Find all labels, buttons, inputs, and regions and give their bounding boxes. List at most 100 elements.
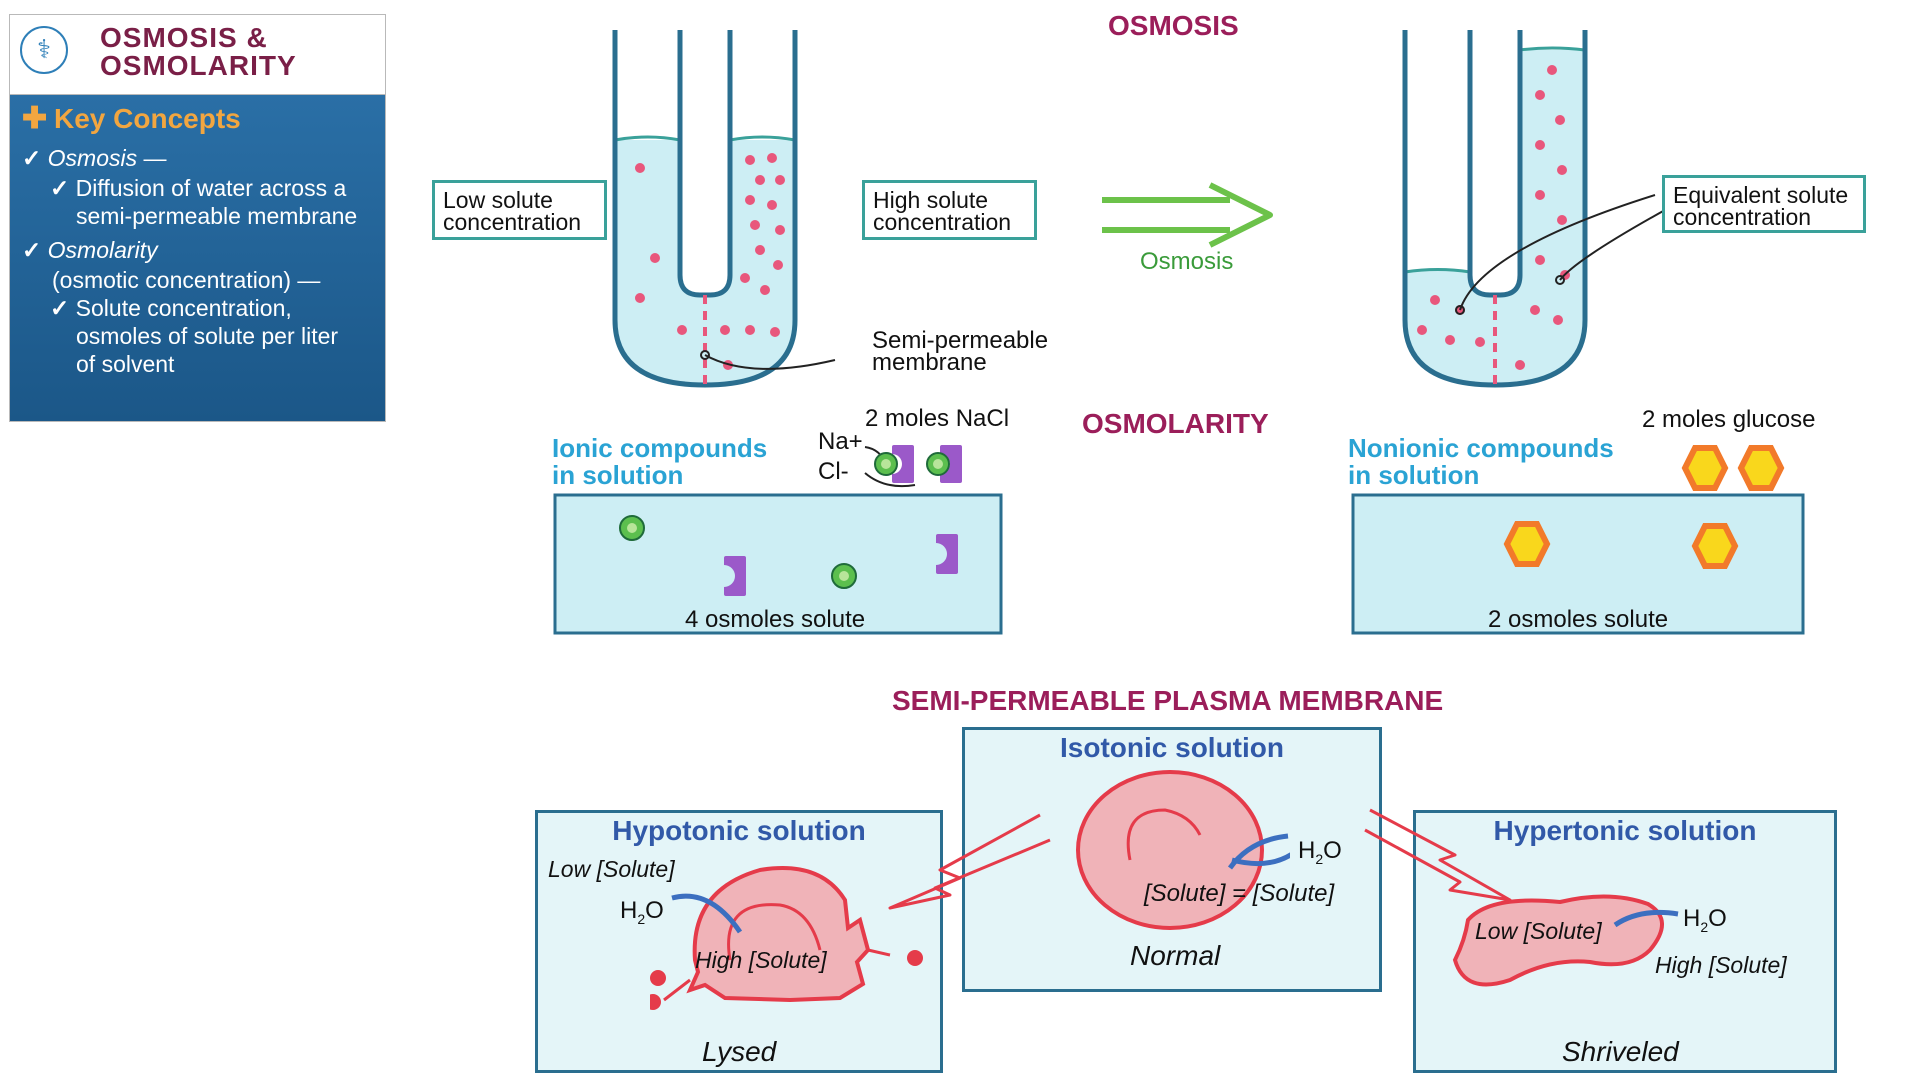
- u-tube-after: [1402, 30, 1666, 388]
- label-line: concentration: [443, 209, 582, 235]
- heading-line: in solution: [1348, 460, 1480, 490]
- concept-term: Osmolarity: [47, 237, 158, 263]
- label-line: High solute: [873, 187, 989, 213]
- plus-icon: ✚: [22, 102, 48, 135]
- tube-outer: [612, 30, 798, 388]
- pointer-dot: [700, 350, 710, 360]
- membrane-title: SEMI-PERMEABLE PLASMA MEMBRANE: [892, 685, 1444, 716]
- water-arrow-out: [1613, 909, 1679, 928]
- heading-line: in solution: [552, 460, 684, 490]
- h2o-h: H: [1298, 837, 1316, 864]
- def-line: Diffusion of water across a: [75, 175, 347, 201]
- hypotonic-title: Hypotonic solution: [612, 815, 866, 846]
- label-line: Low solute: [443, 187, 553, 213]
- h2o-sub: 2: [637, 910, 646, 927]
- concept-dash: —: [137, 145, 167, 171]
- label-line: concentration: [1673, 204, 1812, 230]
- check-icon: ✓: [22, 237, 42, 263]
- cl-label: Cl-: [818, 458, 849, 485]
- cell-body: [1452, 894, 1664, 987]
- page-title: OSMOSIS & OSMOLARITY: [100, 24, 297, 80]
- h2o-h: H: [1683, 905, 1701, 932]
- hyper-h2o: H2O: [1683, 905, 1727, 935]
- normal-state-label: Normal: [1130, 940, 1221, 971]
- ion-notch: [713, 565, 735, 587]
- caduceus-logo-icon: ⚕: [20, 26, 68, 74]
- heading-line: Nonionic compounds: [1348, 433, 1614, 463]
- pointer-dot: [1555, 275, 1565, 285]
- tube-inner: [677, 30, 733, 298]
- h2o-sub: 2: [1315, 850, 1324, 867]
- key-concepts-panel: ✚ Key Concepts ✓ Osmosis — ✓ Diffusion o…: [9, 94, 386, 422]
- isotonic-title: Isotonic solution: [1060, 732, 1284, 763]
- hypo-low-label: Low [Solute]: [548, 856, 675, 882]
- iso-h2o: H2O: [1298, 837, 1342, 867]
- chloride-ion: [940, 445, 962, 483]
- cell-fold: [727, 903, 822, 961]
- na-label: Na+: [818, 428, 863, 455]
- def-line: semi-permeable membrane: [76, 203, 358, 229]
- ionic-osmoles-label: 4 osmoles solute: [685, 606, 866, 633]
- cell-body: [686, 866, 871, 1003]
- ionic-solution-tank: [553, 493, 1003, 635]
- nonionic-moles-label: 2 moles glucose: [1642, 406, 1816, 433]
- burst-fragment: [907, 950, 923, 966]
- ion-notch: [925, 543, 947, 565]
- shriveled-cell: [1452, 894, 1679, 987]
- concept-osmolarity: ✓ Osmolarity: [22, 237, 158, 263]
- concept-osmosis-def: ✓ Diffusion of water across a: [50, 175, 346, 201]
- water-surface: [729, 135, 796, 142]
- burst-fragment: [650, 970, 666, 986]
- cell-body: [1076, 770, 1264, 930]
- lysed-state-label: Lysed: [702, 1036, 777, 1067]
- glucose-icon: [1691, 523, 1739, 569]
- title-line-2: OSMOLARITY: [100, 50, 297, 81]
- pointer-dot: [1455, 305, 1465, 315]
- chloride-ion: [892, 445, 914, 483]
- water-arrow-out: [1231, 852, 1290, 867]
- normal-cell: [1076, 770, 1290, 930]
- h2o-sub: 2: [1700, 918, 1709, 935]
- ionic-heading: Ionic compounds in solution: [552, 435, 767, 489]
- ion-highlight: [933, 459, 943, 469]
- title-line-1: OSMOSIS &: [100, 22, 268, 53]
- h2o-o: O: [1708, 905, 1727, 932]
- arrow-to-hypotonic-icon: [888, 813, 1051, 910]
- cell-fold: [1126, 808, 1202, 861]
- equivalent-solute-label: Equivalent solute concentration: [1662, 175, 1866, 233]
- hypo-h2o: H2O: [620, 897, 664, 927]
- concept-term: Osmosis: [47, 145, 138, 171]
- membrane-pointer: [704, 354, 836, 370]
- equiv-pointer: [1459, 194, 1656, 311]
- burst-fragment: [650, 994, 661, 1010]
- burst-arrows: [663, 948, 891, 1002]
- label-line: membrane: [872, 349, 987, 376]
- nonionic-osmoles-label: 2 osmoles solute: [1488, 606, 1669, 633]
- nacl-particles: [864, 445, 962, 488]
- concept-osmosis: ✓ Osmosis —: [22, 145, 167, 171]
- osmolarity-title: OSMOLARITY: [1082, 408, 1269, 439]
- glucose-molecules: [1681, 445, 1785, 491]
- membrane-label: Semi-permeable membrane: [872, 327, 1049, 376]
- arrow-to-hypertonic-icon: [1364, 808, 1512, 902]
- tube-outer: [1402, 30, 1588, 388]
- nonionic-heading: Nonionic compounds in solution: [1348, 435, 1614, 489]
- label-line: concentration: [873, 209, 1012, 235]
- concept-osmolarity-def: ✓ Solute concentration,: [50, 295, 292, 321]
- osmosis-arrow-label: Osmosis: [1140, 248, 1234, 275]
- cl-pointer: [864, 472, 916, 488]
- label-line: Semi-permeable: [872, 327, 1049, 354]
- ion-highlight: [839, 571, 849, 581]
- check-icon: ✓: [50, 295, 70, 321]
- water-arrow-in: [671, 893, 743, 934]
- label-line: Equivalent solute: [1673, 182, 1849, 208]
- title-card: [9, 14, 386, 94]
- water-surface: [1404, 268, 1471, 274]
- water: [1405, 50, 1585, 385]
- def-line: osmoles of solute per liter: [76, 323, 339, 349]
- glucose-icon: [1737, 445, 1785, 491]
- hypo-high-label: High [Solute]: [695, 947, 827, 973]
- ionic-moles-label: 2 moles NaCl: [865, 405, 1010, 432]
- glucose-icon: [1503, 521, 1551, 567]
- equiv-pointer: [1559, 209, 1666, 281]
